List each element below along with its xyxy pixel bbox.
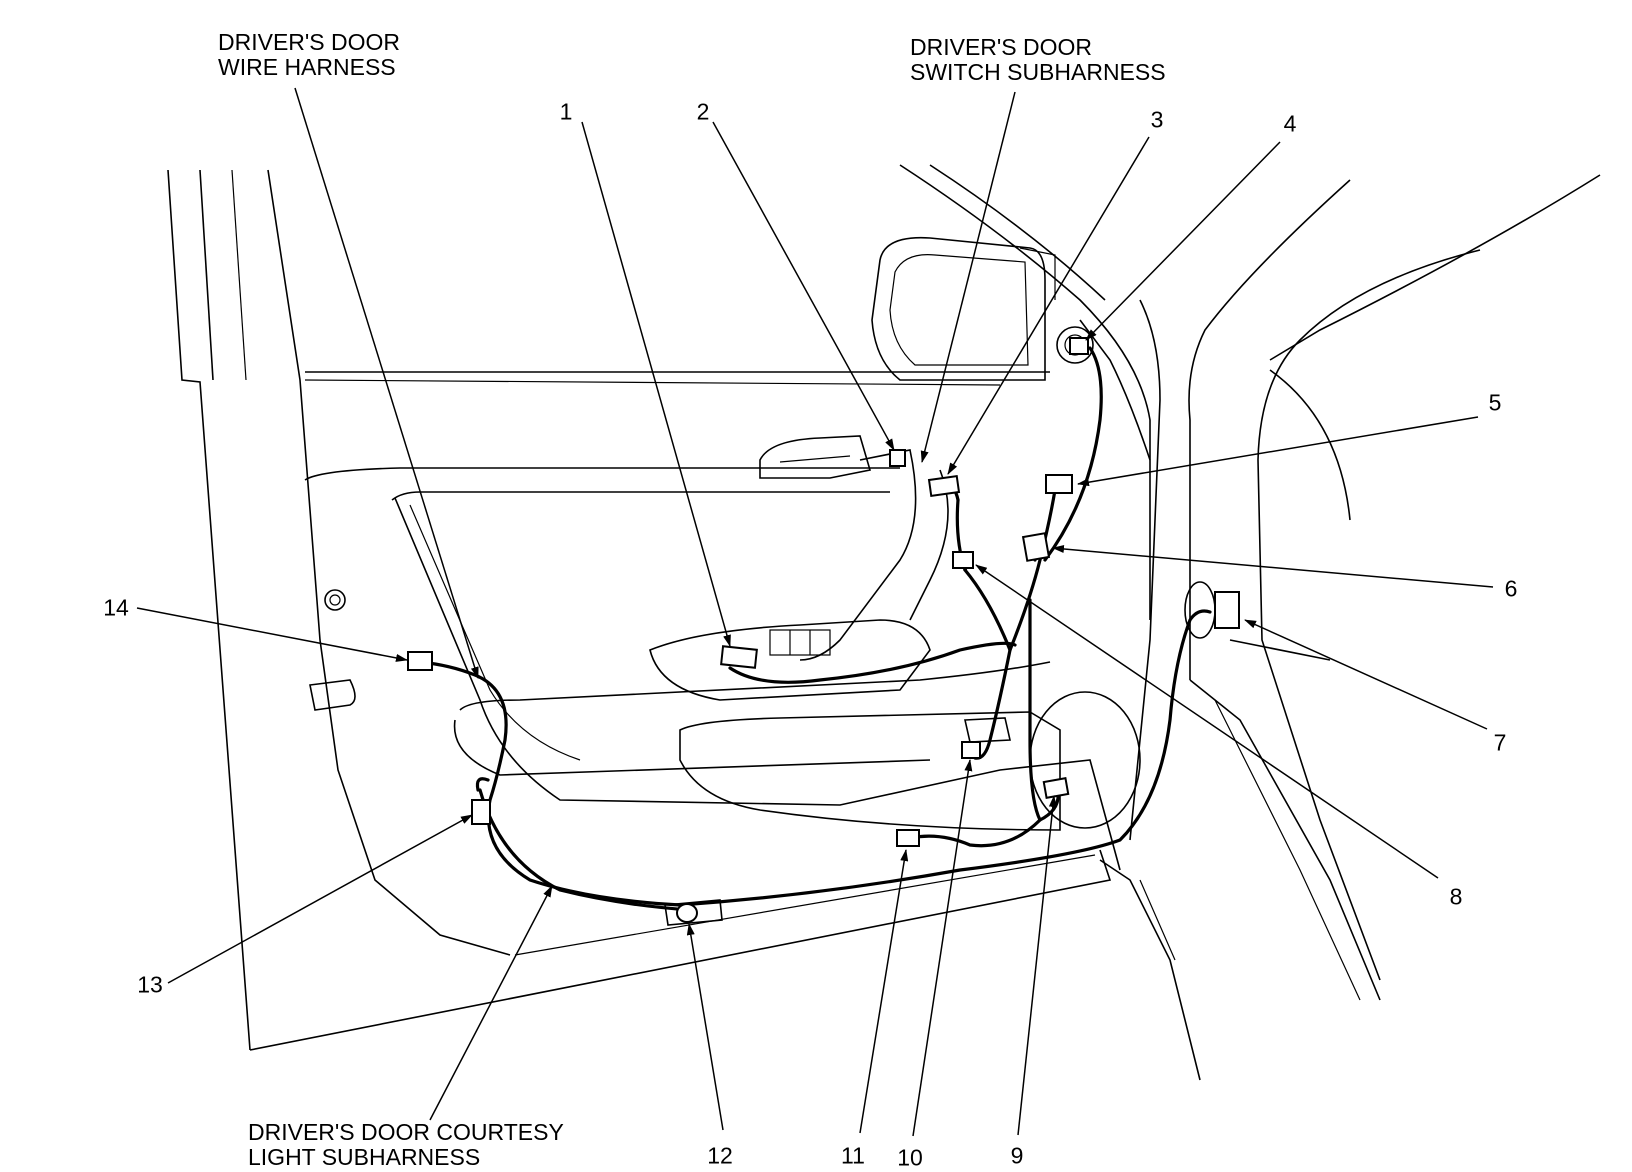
courtesy-subharness-label-line1: DRIVER'S DOOR COURTESY [248, 1119, 564, 1145]
connector-9 [1042, 777, 1070, 799]
connector-12 [676, 903, 698, 923]
switch-subharness-label-line2: SWITCH SUBHARNESS [910, 59, 1166, 85]
connector-6 [1021, 532, 1051, 562]
courtesy-subharness-label: DRIVER'S DOOR COURTESY LIGHT SUBHARNESS [248, 1120, 564, 1170]
switch-subharness-label: DRIVER'S DOOR SWITCH SUBHARNESS [910, 35, 1166, 85]
switch-subharness-label-line1: DRIVER'S DOOR [910, 34, 1093, 60]
callout-13: 13 [137, 971, 163, 998]
courtesy-subharness-label-line2: LIGHT SUBHARNESS [248, 1144, 481, 1170]
connector-5 [1045, 474, 1073, 494]
connector-11 [896, 829, 920, 847]
wire-harness-label-line1: DRIVER'S DOOR [218, 29, 401, 55]
callout-1: 1 [559, 98, 573, 125]
connector-7 [1214, 591, 1240, 629]
callout-4: 4 [1283, 110, 1297, 137]
wire-harness-label-line2: WIRE HARNESS [218, 54, 396, 80]
leader-lines [136, 87, 1494, 1137]
wire-harness-runs [418, 346, 1212, 912]
connector-2 [889, 449, 906, 467]
callout-9: 9 [1010, 1142, 1024, 1169]
callout-10: 10 [897, 1144, 923, 1171]
connector-8 [952, 551, 974, 569]
callout-8: 8 [1449, 883, 1463, 910]
callout-2: 2 [696, 98, 710, 125]
callout-14: 14 [103, 594, 129, 621]
callout-11: 11 [841, 1142, 865, 1169]
wire-harness-label: DRIVER'S DOOR WIRE HARNESS [218, 30, 400, 80]
connector-1 [720, 645, 758, 669]
connector-3 [927, 474, 961, 498]
callout-5: 5 [1488, 389, 1502, 416]
door-panel-outline [167, 164, 1601, 1081]
connector-10 [961, 741, 981, 759]
callout-3: 3 [1150, 106, 1164, 133]
connector-14 [407, 651, 433, 671]
callout-12: 12 [707, 1142, 733, 1169]
connector-13 [471, 799, 491, 825]
callout-7: 7 [1493, 729, 1507, 756]
connector-4 [1069, 337, 1089, 355]
callout-6: 6 [1504, 575, 1518, 602]
connectors [407, 337, 1240, 923]
